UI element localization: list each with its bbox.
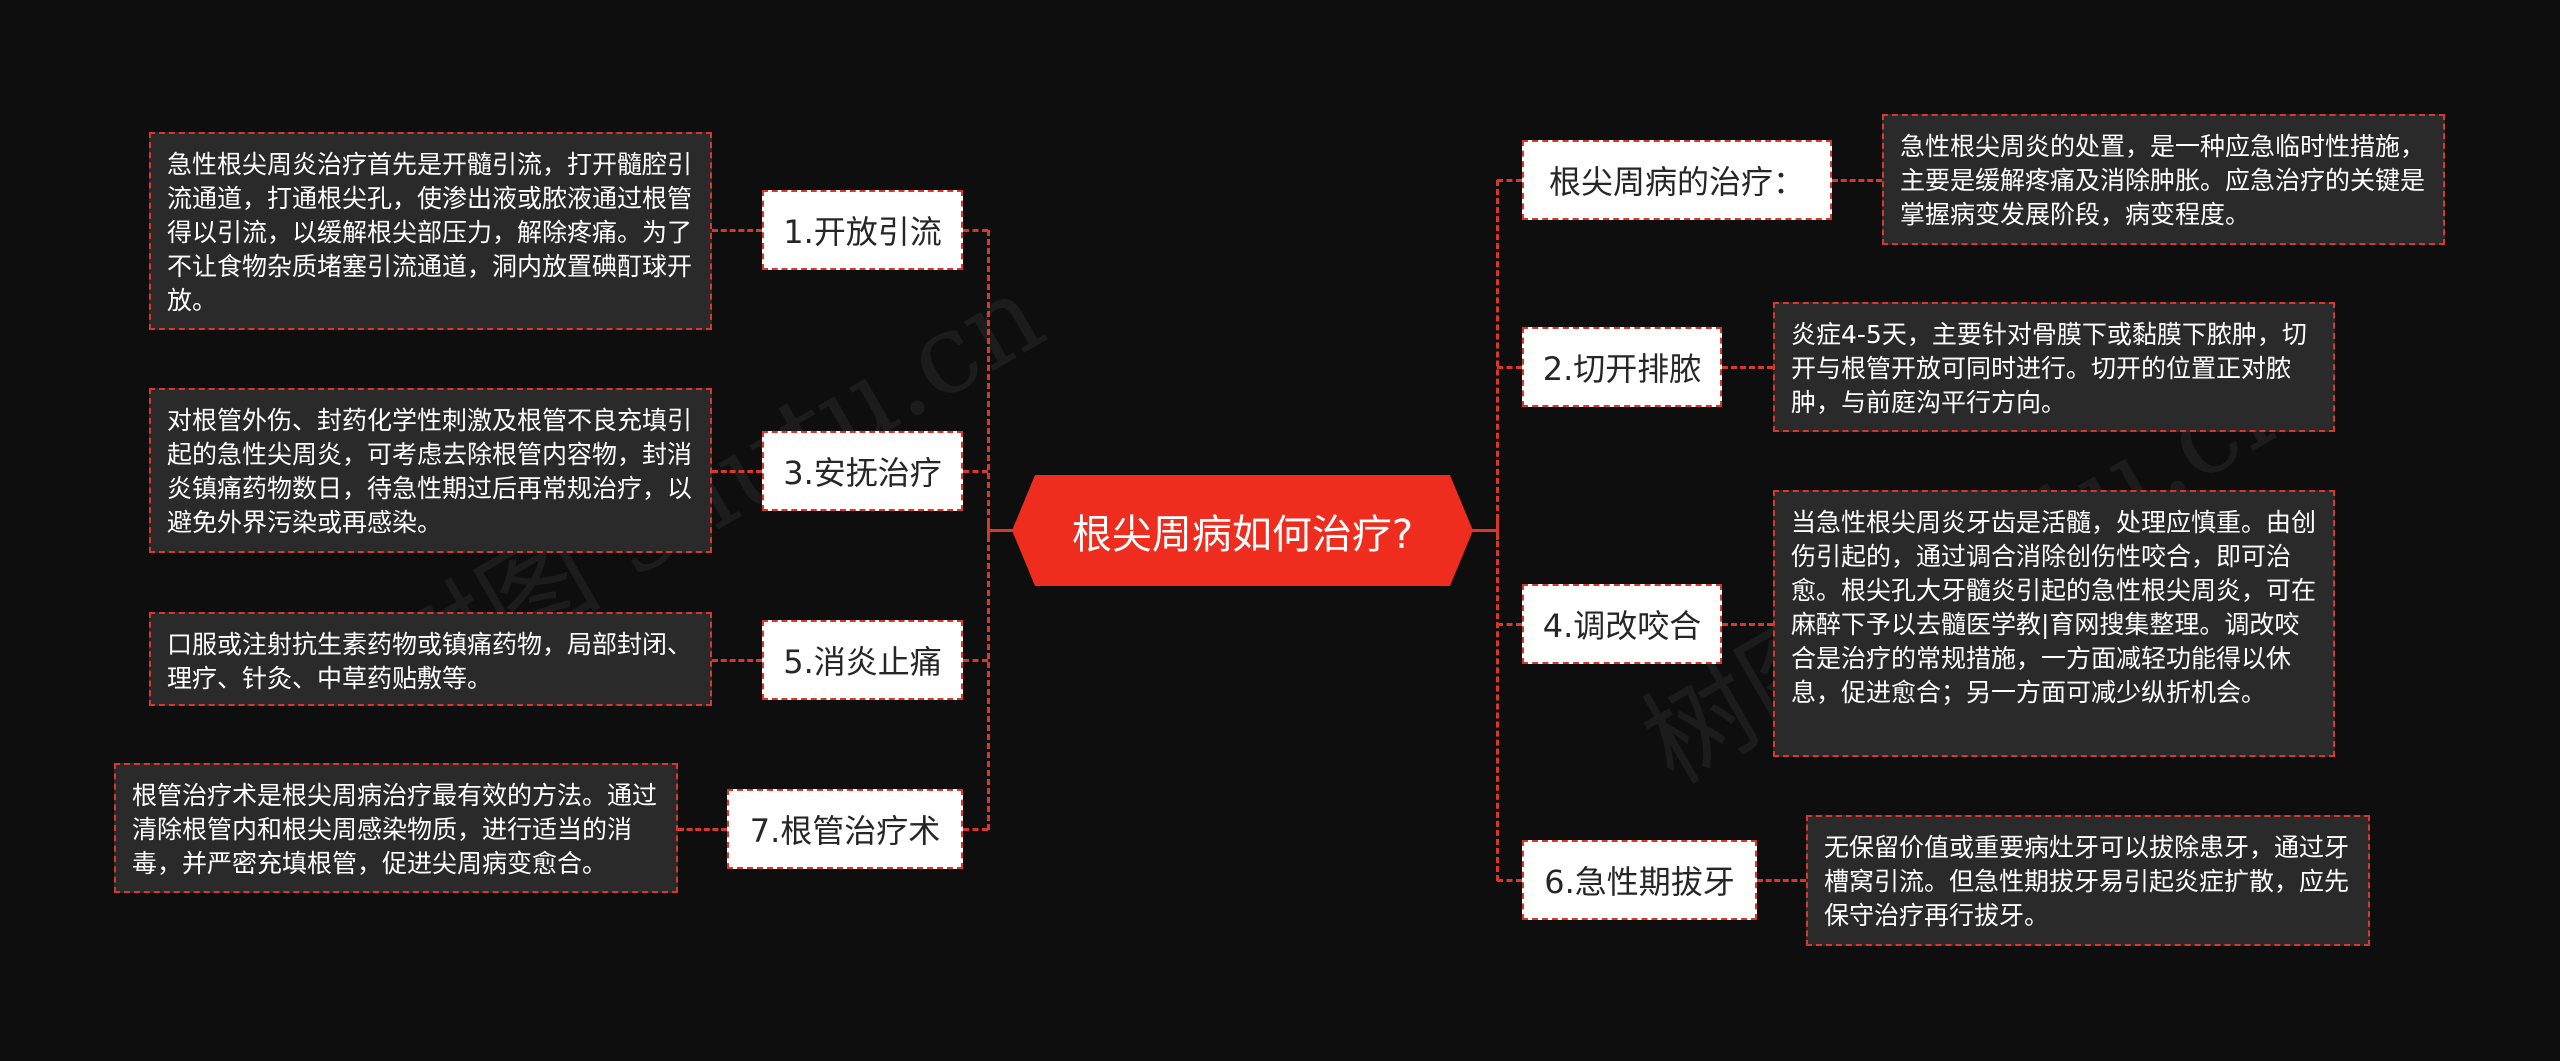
root-right-connector — [1472, 529, 1498, 532]
detail-box-acute-extraction: 无保留价值或重要病灶牙可以拔除患牙，通过牙槽窝引流。但急性期拔牙易引起炎症扩散，… — [1806, 815, 2370, 946]
node-root-canal[interactable]: 7.根管治疗术 — [727, 789, 963, 869]
connector — [712, 470, 762, 473]
connector — [1497, 366, 1522, 369]
node-sedative-treatment[interactable]: 3.安抚治疗 — [762, 431, 963, 511]
node-occlusal-adjustment[interactable]: 4.调改咬合 — [1522, 584, 1722, 664]
root-left-tick — [987, 520, 990, 540]
root-node[interactable]: 根尖周病如何治疗? — [1012, 475, 1473, 586]
detail-box-sedative-treatment: 对根管外伤、封药化学性刺激及根管不良充填引起的急性尖周炎，可考虑去除根管内容物，… — [149, 388, 712, 553]
detail-box-incision-drainage: 炎症4-5天，主要针对骨膜下或黏膜下脓肿，切开与根管开放可同时进行。切开的位置正… — [1773, 302, 2335, 432]
detail-box-open-drainage: 急性根尖周炎治疗首先是开髓引流，打开髓腔引流通道，打通根尖孔，使渗出液或脓液通过… — [149, 132, 712, 330]
node-periapical-treatment[interactable]: 根尖周病的治疗： — [1522, 140, 1832, 220]
connector — [963, 470, 988, 473]
connector — [963, 828, 988, 831]
detail-box-periapical-treatment: 急性根尖周炎的处置，是一种应急临时性措施，主要是缓解疼痛及消除肿胀。应急治疗的关… — [1882, 114, 2445, 245]
connector — [1722, 623, 1773, 626]
connector — [963, 659, 988, 662]
node-anti-inflammatory[interactable]: 5.消炎止痛 — [762, 620, 963, 700]
node-acute-extraction[interactable]: 6.急性期拔牙 — [1522, 840, 1757, 920]
connector — [963, 229, 988, 232]
connector — [1497, 623, 1522, 626]
connector — [712, 229, 762, 232]
connector — [1757, 879, 1806, 882]
connector — [1497, 179, 1522, 182]
detail-box-occlusal-adjustment: 当急性根尖周炎牙齿是活髓，处理应慎重。由创伤引起的，通过调合消除创伤性咬合，即可… — [1773, 490, 2335, 757]
connector — [1497, 879, 1522, 882]
root-node-label: 根尖周病如何治疗? — [1071, 511, 1414, 558]
connector — [712, 659, 762, 662]
connector — [1722, 366, 1773, 369]
root-left-connector — [988, 529, 1014, 532]
node-incision-drainage[interactable]: 2.切开排脓 — [1522, 327, 1722, 407]
connector — [1832, 179, 1882, 182]
connector — [678, 828, 727, 831]
detail-box-anti-inflammatory: 口服或注射抗生素药物或镇痛药物，局部封闭、理疗、针灸、中草药贴敷等。 — [149, 612, 712, 706]
root-right-tick — [1496, 520, 1499, 540]
node-open-drainage[interactable]: 1.开放引流 — [762, 190, 963, 270]
detail-box-root-canal: 根管治疗术是根尖周病治疗最有效的方法。通过清除根管内和根尖周感染物质，进行适当的… — [114, 763, 678, 893]
